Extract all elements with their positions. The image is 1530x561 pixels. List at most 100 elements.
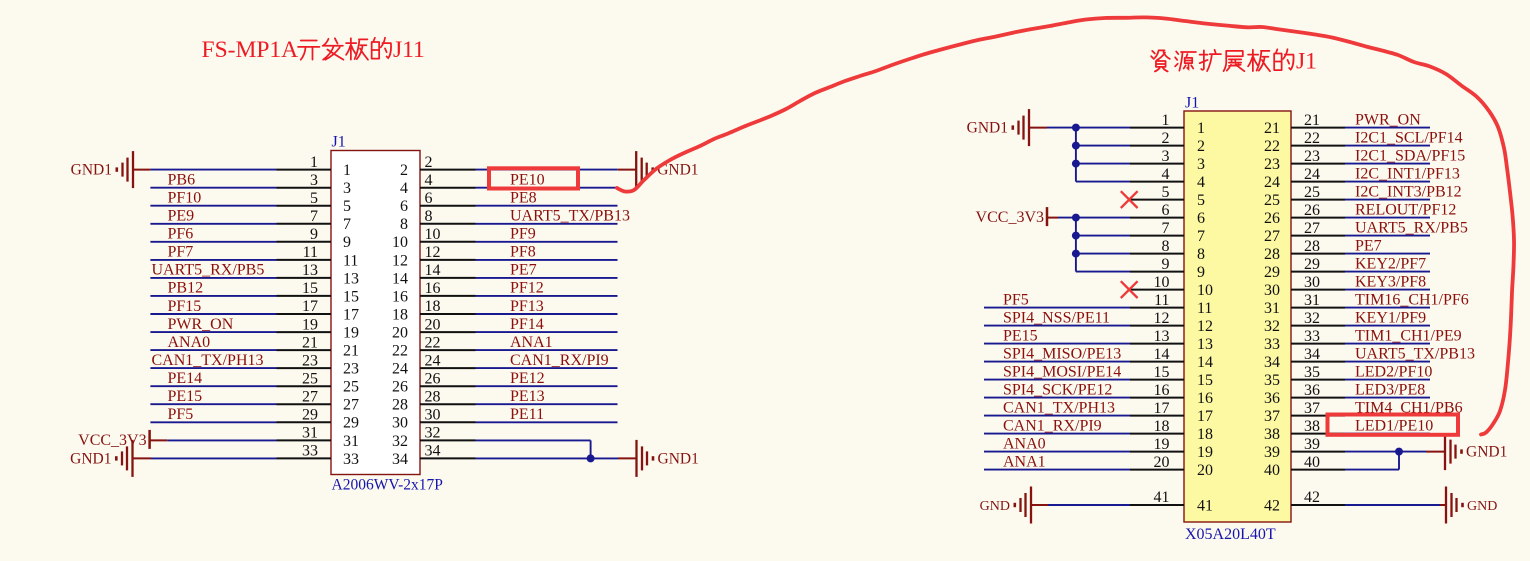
svg-text:PE8: PE8 [510,190,537,207]
svg-text:CAN1_TX/PH13: CAN1_TX/PH13 [152,352,264,369]
svg-text:7: 7 [343,216,351,233]
svg-text:36: 36 [1264,390,1280,407]
svg-text:KEY1/PF9: KEY1/PF9 [1355,309,1426,326]
svg-text:PF9: PF9 [510,226,536,243]
svg-text:37: 37 [1304,400,1320,417]
svg-text:34: 34 [392,451,408,468]
svg-text:18: 18 [425,298,441,315]
svg-text:11: 11 [303,244,318,261]
svg-text:PE11: PE11 [510,406,544,423]
svg-text:24: 24 [1264,174,1280,191]
svg-text:20: 20 [1197,462,1213,479]
svg-text:25: 25 [1304,184,1320,201]
svg-text:PE15: PE15 [1003,327,1038,344]
svg-text:ANA0: ANA0 [1003,435,1046,452]
svg-text:7: 7 [1197,228,1205,245]
svg-text:2: 2 [1162,130,1170,147]
svg-text:I2C_INT3/PB12: I2C_INT3/PB12 [1355,183,1462,200]
svg-text:8: 8 [1197,246,1205,263]
svg-text:30: 30 [425,407,441,424]
svg-text:GND1: GND1 [1466,444,1507,461]
svg-text:14: 14 [425,262,441,279]
svg-text:2: 2 [1197,138,1205,155]
svg-text:GND1: GND1 [967,120,1008,137]
svg-text:CAN1_RX/PI9: CAN1_RX/PI9 [1003,417,1102,434]
svg-text:X05A20L40T: X05A20L40T [1185,526,1276,543]
svg-text:3: 3 [310,172,318,189]
svg-text:GND1: GND1 [71,162,112,179]
svg-text:GND: GND [980,499,1010,514]
svg-text:30: 30 [392,415,408,432]
svg-text:36: 36 [1304,382,1320,399]
svg-text:UART5_RX/PB5: UART5_RX/PB5 [1355,219,1468,236]
svg-text:12: 12 [392,252,408,269]
svg-text:9: 9 [1162,256,1170,273]
svg-text:29: 29 [1304,256,1320,273]
svg-text:31: 31 [1304,292,1320,309]
svg-text:19: 19 [302,316,318,333]
svg-text:7: 7 [1162,220,1170,237]
svg-text:PF10: PF10 [168,190,202,207]
svg-text:33: 33 [1304,328,1320,345]
svg-text:GND1: GND1 [70,450,111,467]
svg-text:1: 1 [343,162,351,179]
svg-text:27: 27 [343,397,359,414]
svg-text:I2C_INT1/PF13: I2C_INT1/PF13 [1355,165,1460,182]
svg-text:19: 19 [1197,444,1213,461]
svg-text:11: 11 [1154,292,1169,309]
svg-text:RELOUT/PF12: RELOUT/PF12 [1355,201,1456,218]
svg-text:4: 4 [400,180,408,197]
svg-text:29: 29 [302,407,318,424]
svg-text:PWR_ON: PWR_ON [1355,111,1421,128]
svg-text:10: 10 [425,226,441,243]
svg-text:SPI4_MOSI/PE14: SPI4_MOSI/PE14 [1003,363,1121,380]
svg-text:13: 13 [302,262,318,279]
svg-text:PF13: PF13 [510,298,544,315]
svg-text:LED1/PE10: LED1/PE10 [1355,417,1433,434]
svg-text:12: 12 [1197,318,1213,335]
svg-text:23: 23 [1304,148,1320,165]
svg-text:30: 30 [1264,282,1280,299]
svg-text:31: 31 [343,433,359,450]
svg-text:J11: J11 [393,37,425,63]
svg-text:26: 26 [1264,210,1280,227]
svg-text:9: 9 [343,234,351,251]
svg-text:PE14: PE14 [168,370,203,387]
svg-text:VCC_3V3: VCC_3V3 [976,209,1044,226]
svg-text:UART5_RX/PB5: UART5_RX/PB5 [152,262,265,279]
svg-text:GND: GND [1467,499,1497,514]
svg-text:28: 28 [392,397,408,414]
svg-text:18: 18 [1154,418,1170,435]
svg-text:19: 19 [343,325,359,342]
svg-text:SPI4_SCK/PE12: SPI4_SCK/PE12 [1003,381,1112,398]
svg-text:21: 21 [302,334,318,351]
svg-text:16: 16 [392,288,408,305]
svg-text:7: 7 [310,208,318,225]
svg-text:15: 15 [343,288,359,305]
svg-text:PB12: PB12 [168,280,204,297]
svg-text:PB6: PB6 [168,172,196,189]
svg-text:ANA0: ANA0 [168,334,211,351]
svg-text:24: 24 [1304,166,1320,183]
svg-text:TIM1_CH1/PE9: TIM1_CH1/PE9 [1355,327,1462,344]
svg-text:SPI4_NSS/PE11: SPI4_NSS/PE11 [1003,309,1110,326]
svg-text:3: 3 [343,180,351,197]
svg-text:A2006WV-2x17P: A2006WV-2x17P [332,477,443,494]
svg-text:31: 31 [302,425,318,442]
svg-text:22: 22 [1264,138,1280,155]
svg-text:4: 4 [425,172,433,189]
svg-text:14: 14 [1197,354,1213,371]
svg-text:18: 18 [1197,426,1213,443]
svg-text:21: 21 [1264,120,1280,137]
svg-text:6: 6 [425,190,433,207]
svg-text:32: 32 [1264,318,1280,335]
svg-text:PE10: PE10 [510,172,545,189]
svg-text:15: 15 [1197,372,1213,389]
svg-text:11: 11 [343,252,358,269]
svg-text:10: 10 [1154,274,1170,291]
svg-text:1: 1 [310,154,318,171]
svg-text:39: 39 [1304,436,1320,453]
svg-text:6: 6 [400,198,408,215]
svg-text:6: 6 [1197,210,1205,227]
svg-text:TIM16_CH1/PF6: TIM16_CH1/PF6 [1355,291,1469,308]
